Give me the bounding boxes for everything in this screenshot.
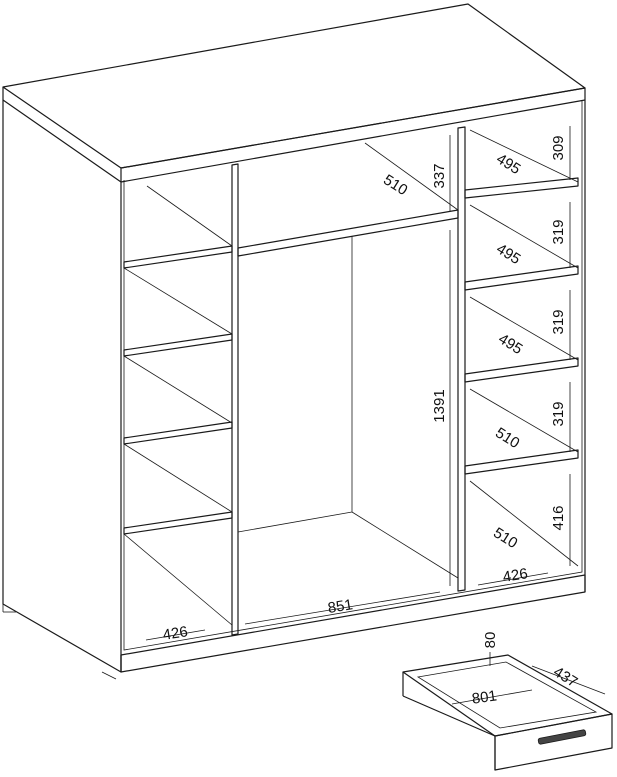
dim-center-top-depth: 510 [380,171,410,199]
dim-right-top-height: 309 [550,135,567,160]
dim-right-depth-5: 510 [490,524,520,552]
dividers [231,126,466,636]
dim-right-width: 426 [502,565,529,586]
cabinet-body [2,3,586,680]
dim-right-shelf-height-3: 319 [550,401,567,426]
left-compartment [123,185,233,626]
drawer [402,654,613,771]
dim-center-width: 851 [327,596,354,617]
dim-drawer-height: 80 [482,632,499,649]
dim-right-depth-1: 495 [493,150,523,178]
dim-center-top-height: 337 [431,163,448,188]
dim-right-bottom-height: 416 [550,505,567,530]
dim-left-width: 426 [162,623,189,644]
right-compartment [464,129,579,567]
dim-center-hanging-height: 1391 [431,389,448,422]
dim-drawer-width: 801 [471,687,498,707]
drawer-handle-icon [537,729,587,745]
dim-right-depth-4: 510 [492,424,522,452]
dim-right-shelf-height-1: 319 [550,219,567,244]
dim-right-depth-3: 495 [495,330,525,358]
dim-drawer-depth: 437 [550,663,580,691]
dim-right-shelf-height-2: 319 [550,309,567,334]
dim-right-depth-2: 495 [493,240,523,268]
center-compartment [237,142,459,579]
dimension-lines [145,126,606,705]
dimension-labels: 309 319 319 319 416 495 495 495 510 510 … [162,135,581,707]
